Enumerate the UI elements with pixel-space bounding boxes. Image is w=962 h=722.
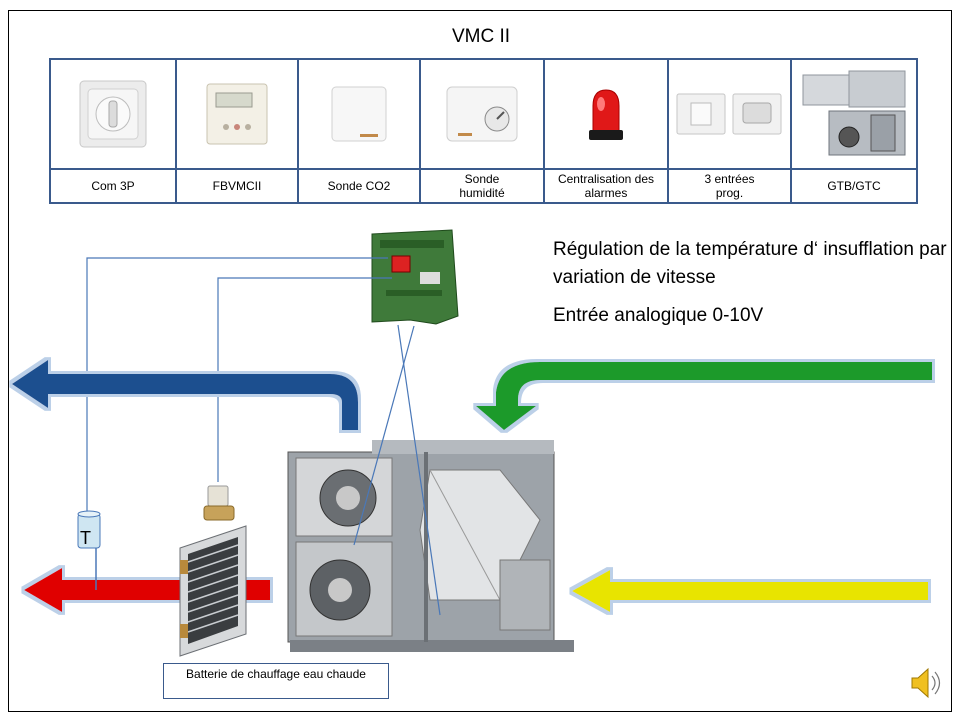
device-image-humidity xyxy=(421,60,545,170)
device-label: FBVMCII xyxy=(212,179,262,193)
device-label: 3 entrées prog. xyxy=(704,172,755,200)
three-way-valve xyxy=(203,485,235,521)
fresh-air-arrow xyxy=(476,362,932,430)
control-board xyxy=(371,229,459,325)
device-label: GTB/GTC xyxy=(827,179,881,193)
speaker-icon[interactable] xyxy=(911,667,941,699)
device-label-cell: 3 entrées prog. xyxy=(669,170,792,202)
device-label: Sonde CO2 xyxy=(327,179,391,193)
temperature-probe: T xyxy=(77,510,101,590)
device-image-inputs xyxy=(669,60,792,170)
regulation-text: Régulation de la température d‘ insuffla… xyxy=(553,239,947,288)
hvac-unit-icon xyxy=(802,70,906,156)
device-table: Com 3P FBVMCII Sonde CO2 Sonde humidité … xyxy=(49,58,918,204)
device-label-cell: GTB/GTC xyxy=(792,170,916,202)
device-image-com3p xyxy=(51,60,177,170)
alarm-beacon-icon xyxy=(589,89,623,140)
heating-coil xyxy=(179,525,247,657)
humidity-sensor-icon xyxy=(446,86,518,142)
battery-label-box: Batterie de chauffage eau chaude xyxy=(163,663,389,699)
remote-control-icon xyxy=(206,83,268,145)
device-label: Sonde humidité xyxy=(459,172,505,200)
rotary-switch-icon xyxy=(79,80,147,148)
battery-label: Batterie de chauffage eau chaude xyxy=(186,667,366,681)
page-title: VMC II xyxy=(451,26,511,47)
device-image-co2 xyxy=(299,60,421,170)
outdoor-air-arrow xyxy=(572,570,928,612)
device-label-cell: FBVMCII xyxy=(177,170,299,202)
device-image-fbvmcii xyxy=(177,60,299,170)
slide-frame xyxy=(8,10,952,712)
device-label-cell: Sonde humidité xyxy=(421,170,545,202)
supply-air-arrow xyxy=(24,568,270,612)
device-image-alarm xyxy=(545,60,669,170)
temperature-probe-label: T xyxy=(80,528,91,548)
extract-air-arrow xyxy=(12,360,358,430)
device-label-cell: Centralisation des alarmes xyxy=(545,170,669,202)
device-label-cell: Com 3P xyxy=(51,170,177,202)
device-label: Centralisation des alarmes xyxy=(557,172,655,200)
control-wires xyxy=(86,257,441,616)
device-label-cell: Sonde CO2 xyxy=(299,170,421,202)
air-handling-unit xyxy=(287,440,574,652)
wall-switch-icon xyxy=(676,93,781,135)
analog-input-text: Entrée analogique 0-10V xyxy=(553,305,764,326)
device-image-gtb xyxy=(792,60,916,170)
device-label: Com 3P xyxy=(91,179,135,193)
co2-sensor-icon xyxy=(331,86,387,142)
